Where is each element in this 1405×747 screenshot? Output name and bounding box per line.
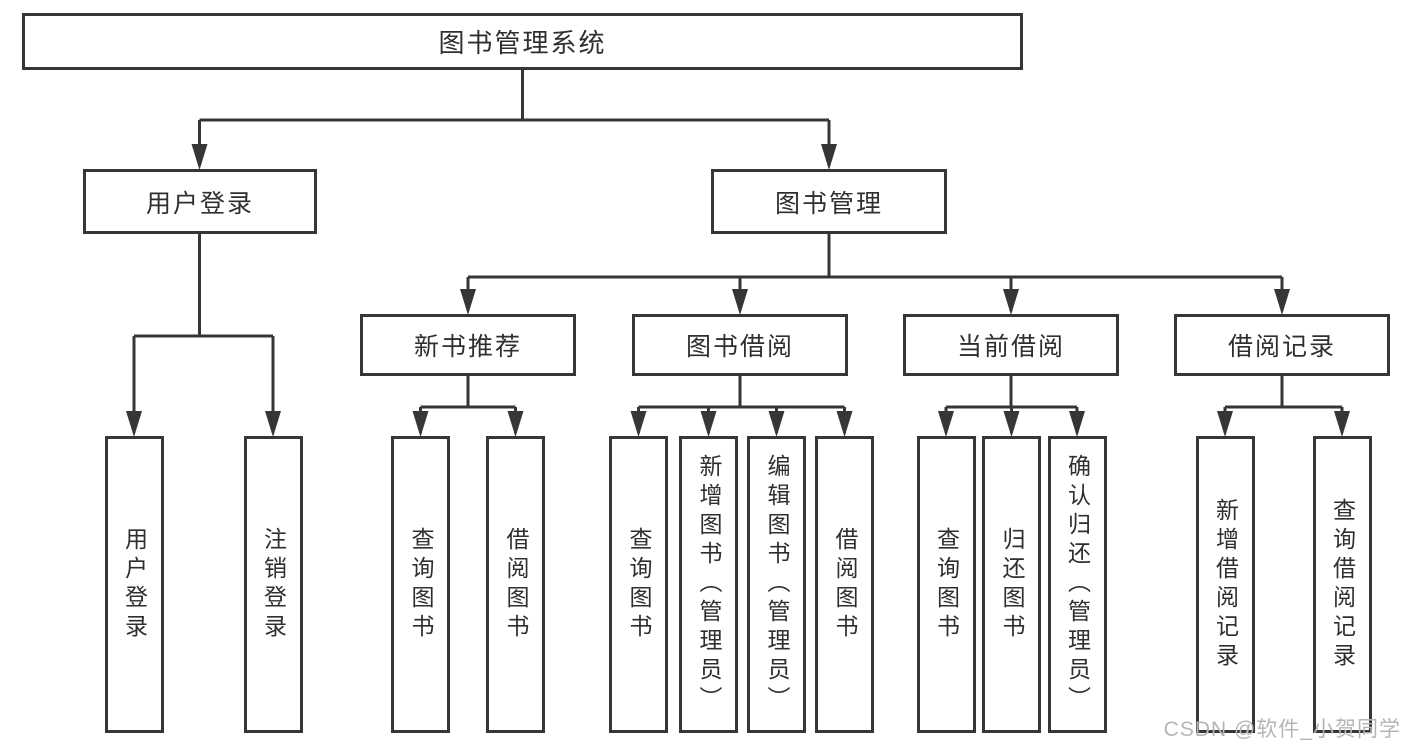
leaf-newbook-borrow-books-label: 借阅图书 [503,526,529,643]
leaf-borrowing-borrow-books: 借阅图书 [815,436,874,733]
arrowhead-icons [126,144,1350,437]
node-borrow-records-label: 借阅记录 [1227,333,1336,361]
leaf-logout-label: 注销登录 [260,526,287,643]
leaf-records-add-record-label: 新增借阅记录 [1212,497,1239,672]
leaf-borrowing-add-book-admin: 新增图书（管理员） [679,436,738,733]
leaf-records-search-record: 查询借阅记录 [1312,436,1372,733]
leaf-current-confirm-return-admin-label: 确认归还（管理员） [1064,454,1091,715]
node-book-management-label: 图书管理 [774,189,883,218]
leaf-borrowing-add-book-admin-label: 新增图书（管理员） [696,454,722,715]
node-system-root: 图书管理系统 [22,13,1023,70]
node-book-management: 图书管理 [711,169,947,234]
leaf-records-add-record: 新增借阅记录 [1195,436,1255,733]
leaf-user-login-label: 用户登录 [121,526,148,643]
leaf-borrowing-edit-book-admin: 编辑图书（管理员） [747,436,806,733]
node-current-borrowing: 当前借阅 [903,314,1119,376]
leaf-current-return-books: 归还图书 [982,436,1041,733]
node-borrow-records: 借阅记录 [1174,314,1390,376]
leaf-logout: 注销登录 [243,436,303,733]
leaf-borrowing-edit-book-admin-label: 编辑图书（管理员） [764,454,790,715]
leaf-user-login: 用户登录 [104,436,164,733]
leaf-newbook-search-books: 查询图书 [391,436,450,733]
leaf-borrowing-search-books-label: 查询图书 [626,526,652,643]
node-new-book-recommend: 新书推荐 [360,314,576,376]
leaf-borrowing-search-books: 查询图书 [609,436,668,733]
node-system-root-label: 图书管理系统 [438,28,607,58]
leaf-current-search-books-label: 查询图书 [933,526,960,643]
leaf-borrowing-borrow-books-label: 借阅图书 [832,526,858,643]
leaf-newbook-search-books-label: 查询图书 [408,526,434,643]
node-user-login: 用户登录 [83,169,317,234]
leaf-current-search-books: 查询图书 [916,436,976,733]
node-current-borrowing-label: 当前借阅 [956,333,1065,361]
leaf-newbook-borrow-books: 借阅图书 [486,436,545,733]
node-new-book-recommend-label: 新书推荐 [413,333,522,361]
csdn-watermark: CSDN @软件_小贺同学 [1163,718,1401,741]
node-user-login-label: 用户登录 [145,189,254,218]
leaf-current-return-books-label: 归还图书 [999,526,1025,643]
leaf-records-search-record-label: 查询借阅记录 [1329,497,1356,672]
node-book-borrowing: 图书借阅 [632,314,848,376]
leaf-current-confirm-return-admin: 确认归还（管理员） [1047,436,1107,733]
node-book-borrowing-label: 图书借阅 [685,333,794,361]
